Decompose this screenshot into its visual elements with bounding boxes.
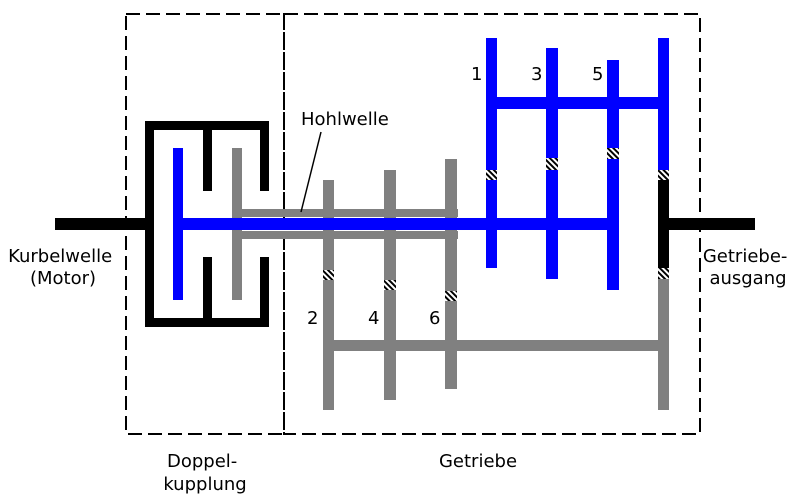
gearbox-label: Getriebe bbox=[439, 451, 517, 472]
output-label: Getriebe- ausgang bbox=[703, 246, 793, 289]
gear-6-label: 6 bbox=[429, 308, 440, 329]
even-gear-path bbox=[232, 148, 669, 410]
dual-clutch-label: Doppel- kupplung bbox=[163, 451, 246, 495]
crankshaft bbox=[55, 218, 150, 230]
countershaft-odd bbox=[486, 97, 669, 109]
gear-3-label: 3 bbox=[531, 64, 542, 85]
gear-5-label: 5 bbox=[592, 64, 603, 85]
drive-gear-3 bbox=[546, 170, 558, 279]
odd-gear-path bbox=[173, 38, 669, 300]
gear-1-label: 1 bbox=[471, 64, 482, 85]
crankshaft-label: Kurbelwelle (Motor) bbox=[8, 246, 118, 289]
hollow-shaft-top bbox=[232, 209, 458, 217]
countershaft-even bbox=[323, 340, 669, 351]
output-gear-odd bbox=[658, 38, 669, 170]
inner-shaft bbox=[173, 218, 613, 230]
gear-mesh-markers bbox=[323, 148, 669, 301]
output-gear-even bbox=[658, 279, 669, 410]
hollow-shaft-pointer bbox=[300, 131, 322, 213]
output-shaft bbox=[658, 180, 755, 268]
drive-gear-1 bbox=[486, 180, 497, 268]
hollow-shaft-bottom bbox=[232, 231, 458, 239]
drive-gear-5 bbox=[607, 159, 619, 290]
gear-4-label: 4 bbox=[368, 308, 379, 329]
gear-2-label: 2 bbox=[307, 308, 318, 329]
clutch-housing bbox=[145, 121, 269, 327]
hollow-shaft-label: Hohlwelle bbox=[301, 109, 389, 130]
